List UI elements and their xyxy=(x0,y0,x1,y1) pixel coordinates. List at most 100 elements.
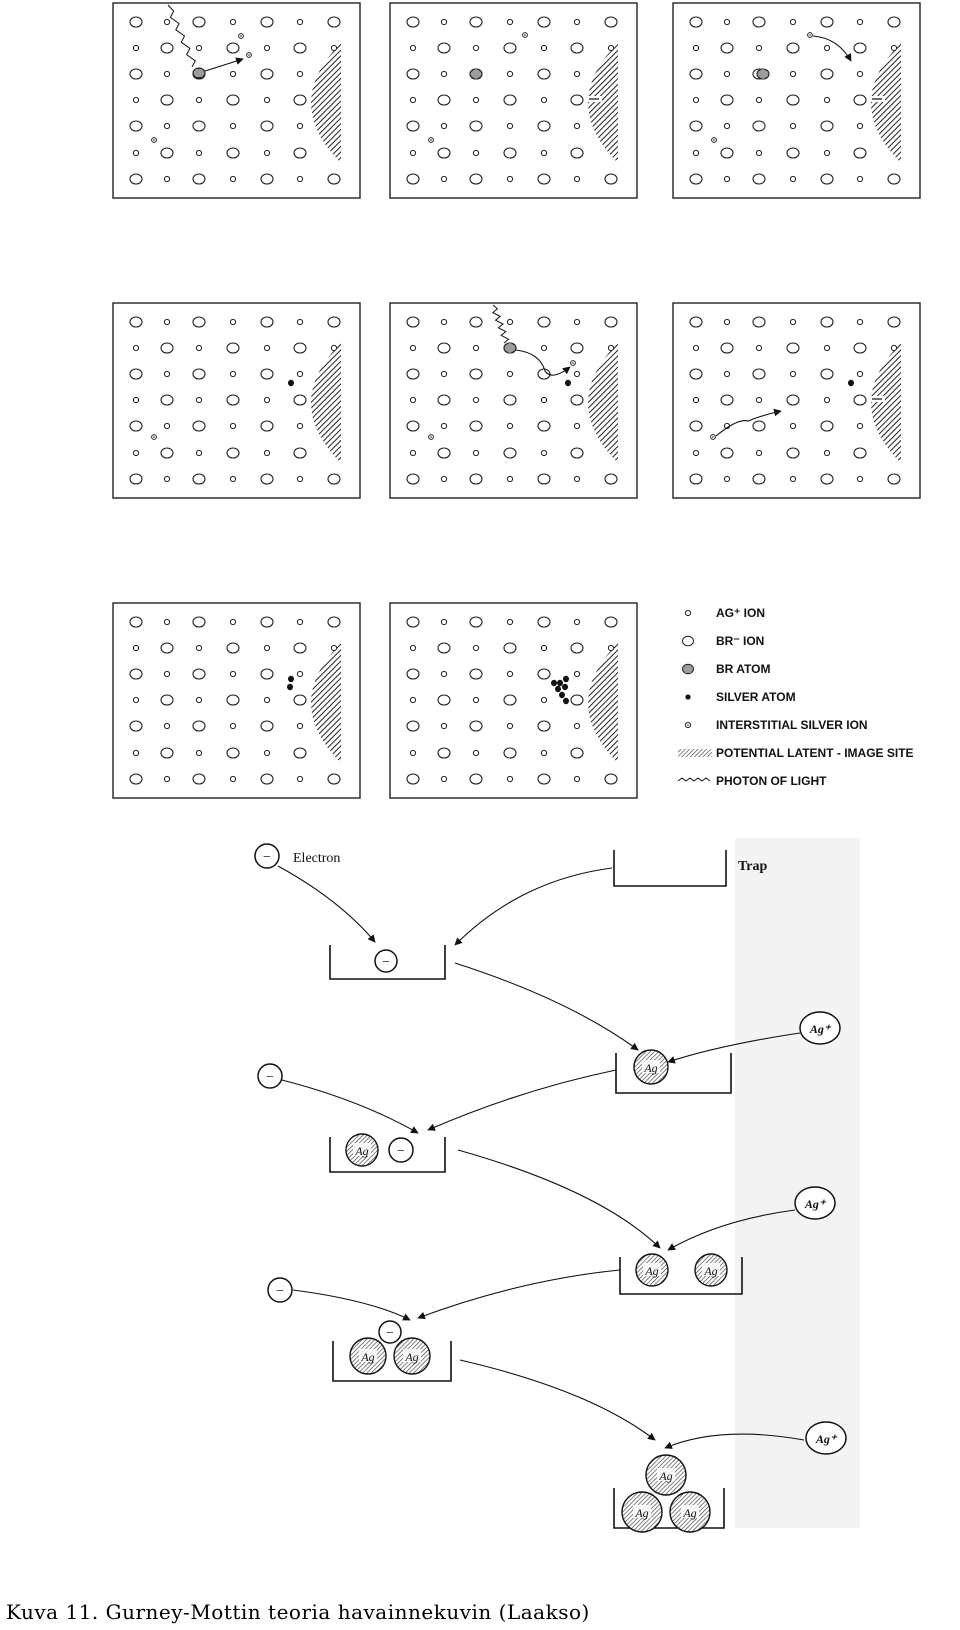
ag-ion xyxy=(573,775,581,783)
ag-ion xyxy=(163,722,171,730)
ag-ion xyxy=(296,122,304,130)
electron-minus-label: − xyxy=(263,850,271,865)
ag-ion xyxy=(229,422,237,430)
br-ion xyxy=(887,173,901,185)
ag-ion xyxy=(823,44,831,52)
ag-ion xyxy=(330,644,338,652)
ag-ion xyxy=(540,696,548,704)
ag-ion xyxy=(506,18,514,26)
ag-ion xyxy=(296,370,304,378)
ag-ion xyxy=(789,475,797,483)
br-ion xyxy=(689,316,703,328)
br-ion xyxy=(160,147,174,159)
br-ion xyxy=(537,473,551,485)
ag-ion xyxy=(573,475,581,483)
br-ion xyxy=(689,16,703,28)
ag-label: Ag xyxy=(404,1350,418,1364)
br-ion xyxy=(720,342,734,354)
ag-ion xyxy=(789,70,797,78)
ag-ion xyxy=(296,70,304,78)
br-ion xyxy=(437,642,451,654)
ag-ion xyxy=(440,422,448,430)
legend-item-interstitial-silver-ion: INTERSTITIAL SILVER ION xyxy=(684,718,868,732)
trap-step-2 xyxy=(615,1053,732,1094)
ag-label: Ag xyxy=(644,1264,658,1278)
trap-step-5 xyxy=(332,1341,452,1382)
br-ion xyxy=(129,720,143,732)
ag-ion xyxy=(890,344,898,352)
ag-ion xyxy=(440,618,448,626)
ag-ion xyxy=(163,618,171,626)
ag-ion xyxy=(195,749,203,757)
br-ion xyxy=(226,447,240,459)
ag-label-bg xyxy=(681,1505,699,1518)
ag-ion xyxy=(229,18,237,26)
ag-label: Ag xyxy=(682,1506,696,1520)
ag-ion xyxy=(330,44,338,52)
ag-ion xyxy=(506,670,514,678)
ag-ion xyxy=(856,122,864,130)
ag-ion xyxy=(229,670,237,678)
ag-ion xyxy=(132,644,140,652)
ag-ion xyxy=(263,749,271,757)
motion-arrow xyxy=(292,1289,411,1321)
ag-ion xyxy=(573,722,581,730)
ag-ion xyxy=(692,149,700,157)
ag-ion xyxy=(229,722,237,730)
lattice-panel-4 xyxy=(112,302,361,499)
electron-minus-label: − xyxy=(397,1144,405,1159)
br-atom xyxy=(503,342,517,354)
ag-ion xyxy=(856,370,864,378)
br-ion xyxy=(260,316,274,328)
ag-ion xyxy=(163,775,171,783)
ag-ion xyxy=(440,475,448,483)
interstitial-dot xyxy=(430,139,432,141)
motion-arrow xyxy=(715,408,782,437)
ag-ion xyxy=(296,318,304,326)
ag-ion xyxy=(723,318,731,326)
br-ion xyxy=(437,94,451,106)
br-ion xyxy=(160,642,174,654)
br-ion xyxy=(720,447,734,459)
ag-ion xyxy=(573,70,581,78)
br-ion xyxy=(820,120,834,132)
br-ion xyxy=(437,342,451,354)
br-ion xyxy=(129,173,143,185)
ag-ion xyxy=(132,449,140,457)
br-ion xyxy=(226,394,240,406)
ag-ion xyxy=(856,422,864,430)
br-ion xyxy=(260,473,274,485)
br-ion xyxy=(406,120,420,132)
br-ion xyxy=(537,120,551,132)
br-ion xyxy=(820,420,834,432)
ag-label: Ag xyxy=(703,1264,717,1278)
br-ion xyxy=(192,773,206,785)
trap-step-6 xyxy=(613,1488,725,1529)
ag-ion xyxy=(540,396,548,404)
br-ion xyxy=(327,616,341,628)
br-ion xyxy=(469,773,483,785)
ag-ion xyxy=(440,318,448,326)
ag-ion xyxy=(823,449,831,457)
br-ion xyxy=(192,668,206,680)
ag-ion xyxy=(692,396,700,404)
ag-ion xyxy=(573,122,581,130)
interstitial-dot xyxy=(713,139,715,141)
latent-image-site xyxy=(311,643,341,763)
br-ion xyxy=(853,42,867,54)
br-ion xyxy=(752,368,766,380)
br-ion xyxy=(689,120,703,132)
br-ion xyxy=(129,16,143,28)
latent-image-site xyxy=(311,43,341,163)
ag-ion xyxy=(409,396,417,404)
ag-ion xyxy=(263,396,271,404)
br-ion xyxy=(604,773,618,785)
br-ion xyxy=(820,16,834,28)
legend-label: POTENTIAL LATENT - IMAGE SITE xyxy=(716,746,914,760)
electron-symbol xyxy=(267,1277,293,1303)
br-ion xyxy=(293,747,307,759)
br-ion xyxy=(226,42,240,54)
latent-image-site xyxy=(311,343,341,463)
